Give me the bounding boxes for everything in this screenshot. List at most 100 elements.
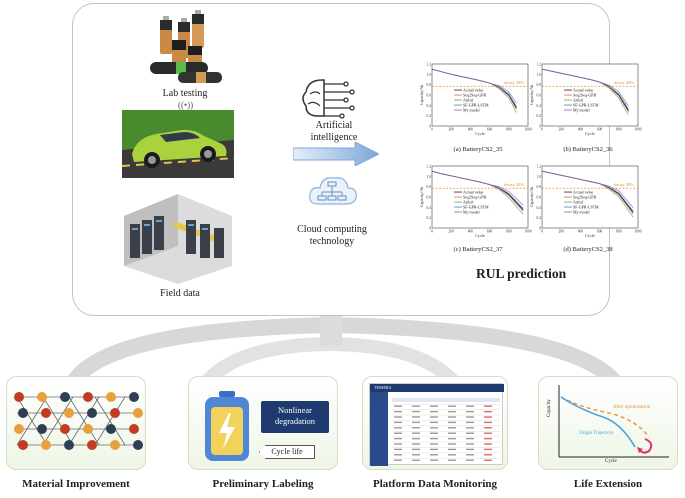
x-tick-label: 0 <box>431 128 433 132</box>
life-ylabel: Capacity <box>547 399 552 417</box>
y-tick-label: 0.6 <box>427 94 432 98</box>
dashboard-cell <box>430 405 438 407</box>
lattice-atom <box>41 440 51 450</box>
x-tick-label: 200 <box>449 230 455 234</box>
dashboard-row-line <box>392 447 500 448</box>
lattice-atom <box>41 408 51 418</box>
ai-brain-icon <box>302 79 355 119</box>
lab-testing-label: Lab testing <box>162 88 208 99</box>
dashboard-cell <box>466 437 474 440</box>
dashboard-cell <box>430 421 438 424</box>
wireless-signal-icon: ((•)) <box>178 100 194 110</box>
dashboard-cell <box>430 443 438 445</box>
lattice-atom <box>110 408 120 418</box>
dashboard-cell <box>448 459 456 461</box>
x-tick-label: 600 <box>597 128 603 132</box>
dashboard-cell <box>430 432 438 434</box>
ai-label-line2: intelligence <box>310 132 358 143</box>
legend-entry: Actual value <box>573 190 594 195</box>
dashboard-cell <box>394 448 402 451</box>
platform-box: TESSERA <box>362 376 508 470</box>
x-tick-label: 200 <box>449 128 455 132</box>
y-tick-label: 0.2 <box>537 114 542 118</box>
y-axis-label: Capacity/Ah <box>419 85 424 105</box>
chart-c-caption: (c) BatteryCS2_37 <box>453 246 503 253</box>
decay-label: decay 30% <box>504 80 524 85</box>
dashboard-cell <box>430 437 438 440</box>
dashboard-row-line <box>392 441 500 443</box>
dashboard-cell <box>448 427 456 429</box>
dashboard-cell <box>466 416 474 418</box>
dashboard-cell <box>448 437 456 440</box>
x-tick-label: 600 <box>487 128 493 132</box>
x-tick-label: 1000 <box>524 128 531 132</box>
dashboard-cell <box>394 405 402 407</box>
x-tick-label: 800 <box>506 128 512 132</box>
legend-entry: SF-GPR-LSTM <box>463 205 489 210</box>
y-tick-label: 0.6 <box>537 94 542 98</box>
y-tick-label: 1.0 <box>427 73 432 77</box>
life-box: Capacity Cycle After optimization Origin… <box>538 376 678 470</box>
dashboard-cell <box>484 416 492 418</box>
cloud-icon <box>309 177 357 205</box>
dashboard-cell <box>430 427 438 429</box>
dashboard-cell <box>448 405 456 407</box>
series-line <box>541 170 634 209</box>
lattice-atom <box>110 440 120 450</box>
x-tick-label: 800 <box>506 230 512 234</box>
dashboard-table <box>392 398 500 461</box>
y-tick-label: 0.8 <box>427 185 432 189</box>
x-tick-label: 600 <box>597 230 603 234</box>
lattice-atom <box>18 408 28 418</box>
lattice-atom <box>60 424 70 434</box>
rul-prediction-title: RUL prediction <box>476 266 567 281</box>
lattice-atom <box>106 392 116 402</box>
dashboard-cell <box>430 448 438 451</box>
x-tick-label: 800 <box>616 128 622 132</box>
dashboard-cell <box>484 437 492 440</box>
dashboard-cell <box>394 416 402 418</box>
lattice-atom <box>133 440 143 450</box>
dashboard-cell <box>484 459 492 461</box>
dashboard-row-line <box>392 409 500 410</box>
legend-entry: Actual value <box>463 88 484 93</box>
dashboard-row-line <box>392 420 500 421</box>
lattice-atom <box>37 392 47 402</box>
chart-b-caption: (b) BatteryCS2_36 <box>563 146 613 153</box>
legend-entry: Actual value <box>463 190 484 195</box>
dashboard-cell <box>466 432 474 434</box>
legend-entry: Actual value <box>573 88 594 93</box>
plot-frame <box>541 63 639 127</box>
plot-frame <box>431 63 529 127</box>
dashboard-row-line <box>392 436 500 437</box>
material-box <box>6 376 146 470</box>
dashboard-row-line <box>392 458 500 459</box>
lattice-atom <box>133 408 143 418</box>
legend-entry: Seq2Seq-GPR <box>463 93 486 98</box>
dashboard-cell <box>448 421 456 424</box>
dashboard-cell <box>394 421 402 424</box>
dashboard-row-line <box>392 425 500 427</box>
x-tick-label: 400 <box>468 230 474 234</box>
lattice-atom <box>14 424 24 434</box>
dashboard-cell <box>412 405 420 407</box>
chart-a-caption: (a) BatteryCS2_35 <box>453 146 503 153</box>
lattice-atom <box>106 424 116 434</box>
dashboard-row-line <box>392 452 500 454</box>
y-tick-label: 1.2 <box>427 165 432 169</box>
dashboard-cell <box>448 410 456 413</box>
x-tick-label: 1000 <box>634 128 641 132</box>
decay-label: decay 30% <box>614 182 634 187</box>
nonlinear-text: Nonlinear <box>278 405 312 415</box>
battery-cells-image <box>150 10 222 83</box>
dashboard-cell <box>412 459 420 461</box>
x-axis-label: Cycle <box>585 233 595 238</box>
y-tick-label: 0.4 <box>537 206 542 210</box>
lattice-atom <box>37 424 47 434</box>
dashboard-cell <box>466 427 474 429</box>
dashboard-cell <box>466 405 474 407</box>
after-optimization-label: After optimization <box>613 405 651 410</box>
legend-entry: Attlstf <box>463 200 474 205</box>
dashboard-row-line <box>392 414 500 416</box>
